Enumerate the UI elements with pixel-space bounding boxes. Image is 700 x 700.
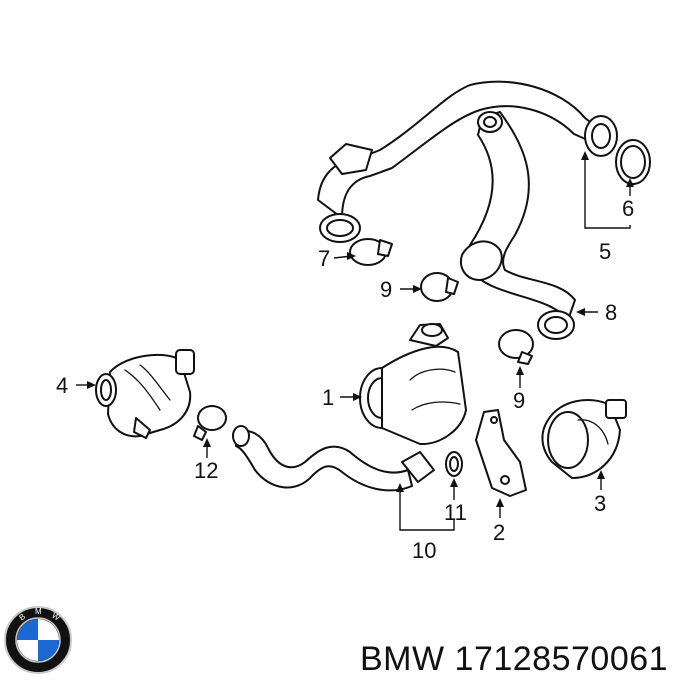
callout-11: 11 [444,500,467,525]
callout-2: 2 [493,520,505,545]
auxiliary-water-pump-3 [541,399,627,479]
coolant-hose-8 [460,111,576,340]
callout-1: 1 [322,385,334,410]
callout-9-lower: 9 [513,388,525,413]
coolant-hose-10 [232,425,435,492]
mounting-bracket-2 [475,409,527,497]
svg-text:W: W [50,611,62,623]
callout-10: 10 [412,538,436,563]
callout-12: 12 [194,458,218,483]
callout-7: 7 [318,246,330,271]
callout-9-upper: 9 [380,277,392,302]
hose-clamp-7 [349,238,393,266]
hose-clamp-9-lower [498,329,534,365]
part-number: 17128570061 [454,640,669,678]
hose-clamp-12 [193,405,227,441]
callout-8: 8 [605,300,617,325]
water-pump-1 [359,323,467,446]
brand-name: BMW [360,640,445,678]
hose-clamp-9-upper [420,272,459,302]
svg-text:B: B [17,612,27,622]
part-caption: BMW 17128570061 [360,640,695,679]
svg-text:M: M [35,607,42,616]
o-ring-6 [615,139,651,185]
callout-4: 4 [56,373,68,398]
callout-5: 5 [599,239,611,264]
bmw-roundel-icon: B M W [4,606,72,674]
leader-lines [76,151,634,531]
callout-3: 3 [594,491,606,516]
seal-ring-11 [445,451,463,477]
thermostat-housing-4 [95,349,195,439]
callout-6: 6 [622,196,634,221]
upper-coolant-pipe [317,80,618,243]
